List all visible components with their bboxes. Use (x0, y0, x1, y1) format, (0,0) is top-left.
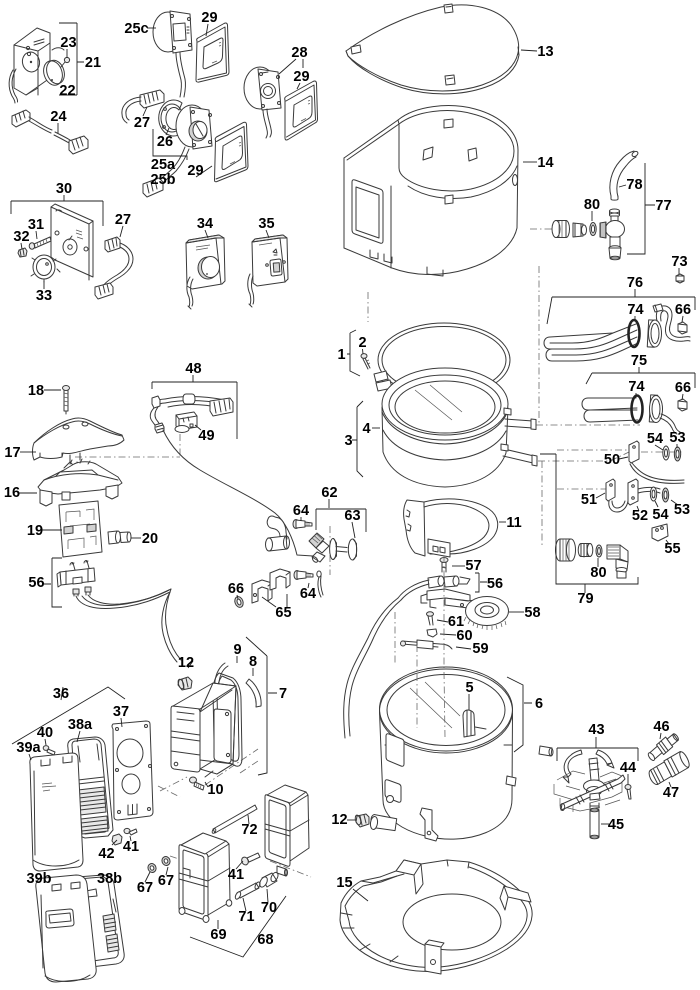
svg-text:11: 11 (506, 515, 521, 531)
svg-text:34: 34 (197, 216, 213, 232)
svg-text:33: 33 (36, 288, 52, 304)
svg-text:80: 80 (584, 197, 600, 213)
svg-text:57: 57 (465, 558, 481, 574)
svg-text:39b: 39b (27, 871, 52, 887)
svg-text:66: 66 (228, 581, 244, 597)
svg-text:80: 80 (590, 565, 606, 581)
svg-text:15: 15 (336, 875, 352, 891)
svg-text:9: 9 (233, 642, 241, 658)
svg-text:18: 18 (28, 383, 44, 399)
svg-text:26: 26 (157, 134, 173, 150)
svg-text:6: 6 (535, 696, 543, 712)
svg-text:41: 41 (123, 839, 139, 855)
svg-text:14: 14 (537, 155, 553, 171)
svg-text:55: 55 (664, 541, 680, 557)
svg-text:23: 23 (60, 35, 76, 51)
svg-text:28: 28 (291, 45, 307, 61)
svg-text:19: 19 (27, 523, 43, 539)
svg-text:31: 31 (28, 217, 44, 233)
svg-text:39a: 39a (16, 740, 41, 756)
svg-text:68: 68 (257, 932, 273, 948)
svg-text:56: 56 (28, 575, 44, 591)
svg-text:38a: 38a (68, 717, 93, 733)
svg-text:16: 16 (4, 485, 20, 501)
svg-text:32: 32 (13, 229, 29, 245)
svg-text:67: 67 (137, 880, 153, 896)
svg-text:7: 7 (279, 686, 287, 702)
svg-text:64: 64 (300, 586, 316, 602)
svg-text:53: 53 (674, 502, 690, 518)
svg-text:29: 29 (201, 10, 217, 26)
svg-text:2: 2 (358, 335, 366, 351)
svg-text:43: 43 (588, 722, 604, 738)
svg-text:46: 46 (653, 719, 669, 735)
svg-text:59: 59 (472, 641, 488, 657)
svg-text:54: 54 (647, 431, 663, 447)
svg-text:8: 8 (249, 654, 257, 670)
svg-text:24: 24 (50, 109, 66, 125)
svg-text:49: 49 (198, 428, 214, 444)
svg-text:50: 50 (604, 452, 620, 468)
svg-text:41: 41 (228, 867, 244, 883)
svg-text:45: 45 (608, 817, 624, 833)
svg-text:51: 51 (581, 492, 597, 508)
svg-text:20: 20 (142, 531, 158, 547)
svg-text:66: 66 (675, 302, 691, 318)
svg-text:27: 27 (134, 115, 150, 131)
svg-text:63: 63 (344, 508, 360, 524)
svg-text:47: 47 (663, 785, 679, 801)
svg-text:21: 21 (85, 55, 101, 71)
svg-text:4: 4 (362, 421, 370, 437)
svg-text:74: 74 (628, 379, 644, 395)
svg-text:40: 40 (37, 725, 53, 741)
svg-text:48: 48 (185, 361, 201, 377)
svg-text:25c: 25c (124, 21, 148, 37)
svg-text:56: 56 (487, 576, 503, 592)
svg-text:65: 65 (275, 605, 291, 621)
svg-text:53: 53 (669, 430, 685, 446)
svg-text:38b: 38b (97, 871, 122, 887)
svg-text:67: 67 (158, 873, 174, 889)
svg-text:71: 71 (238, 909, 254, 925)
svg-text:52: 52 (632, 508, 648, 524)
svg-text:75: 75 (631, 353, 647, 369)
svg-text:36: 36 (53, 686, 69, 702)
svg-text:12: 12 (331, 812, 347, 828)
svg-text:58: 58 (524, 605, 540, 621)
svg-text:35: 35 (258, 216, 274, 232)
svg-text:25b: 25b (151, 172, 176, 188)
svg-text:3: 3 (344, 433, 352, 449)
svg-text:5: 5 (465, 680, 473, 696)
svg-text:79: 79 (577, 591, 593, 607)
svg-text:70: 70 (261, 900, 277, 916)
svg-text:44: 44 (620, 760, 636, 776)
svg-text:10: 10 (207, 782, 223, 798)
svg-text:74: 74 (627, 302, 643, 318)
svg-text:60: 60 (456, 628, 472, 644)
svg-text:66: 66 (675, 380, 691, 396)
svg-text:54: 54 (652, 507, 668, 523)
svg-text:42: 42 (98, 846, 114, 862)
svg-text:77: 77 (655, 198, 671, 214)
svg-text:13: 13 (537, 44, 553, 60)
svg-text:61: 61 (448, 614, 464, 630)
svg-text:25a: 25a (151, 157, 176, 173)
svg-text:76: 76 (627, 275, 643, 291)
svg-text:37: 37 (113, 704, 129, 720)
svg-text:29: 29 (187, 163, 203, 179)
svg-text:78: 78 (626, 177, 642, 193)
svg-text:17: 17 (4, 445, 20, 461)
svg-text:29: 29 (293, 69, 309, 85)
svg-text:1: 1 (337, 347, 345, 363)
svg-text:22: 22 (59, 83, 75, 99)
svg-text:27: 27 (115, 212, 131, 228)
svg-text:12: 12 (178, 655, 194, 671)
svg-text:72: 72 (241, 822, 257, 838)
svg-text:30: 30 (56, 181, 72, 197)
svg-text:73: 73 (671, 254, 687, 270)
svg-text:69: 69 (210, 927, 226, 943)
svg-text:62: 62 (321, 485, 337, 501)
svg-text:64: 64 (293, 503, 309, 519)
